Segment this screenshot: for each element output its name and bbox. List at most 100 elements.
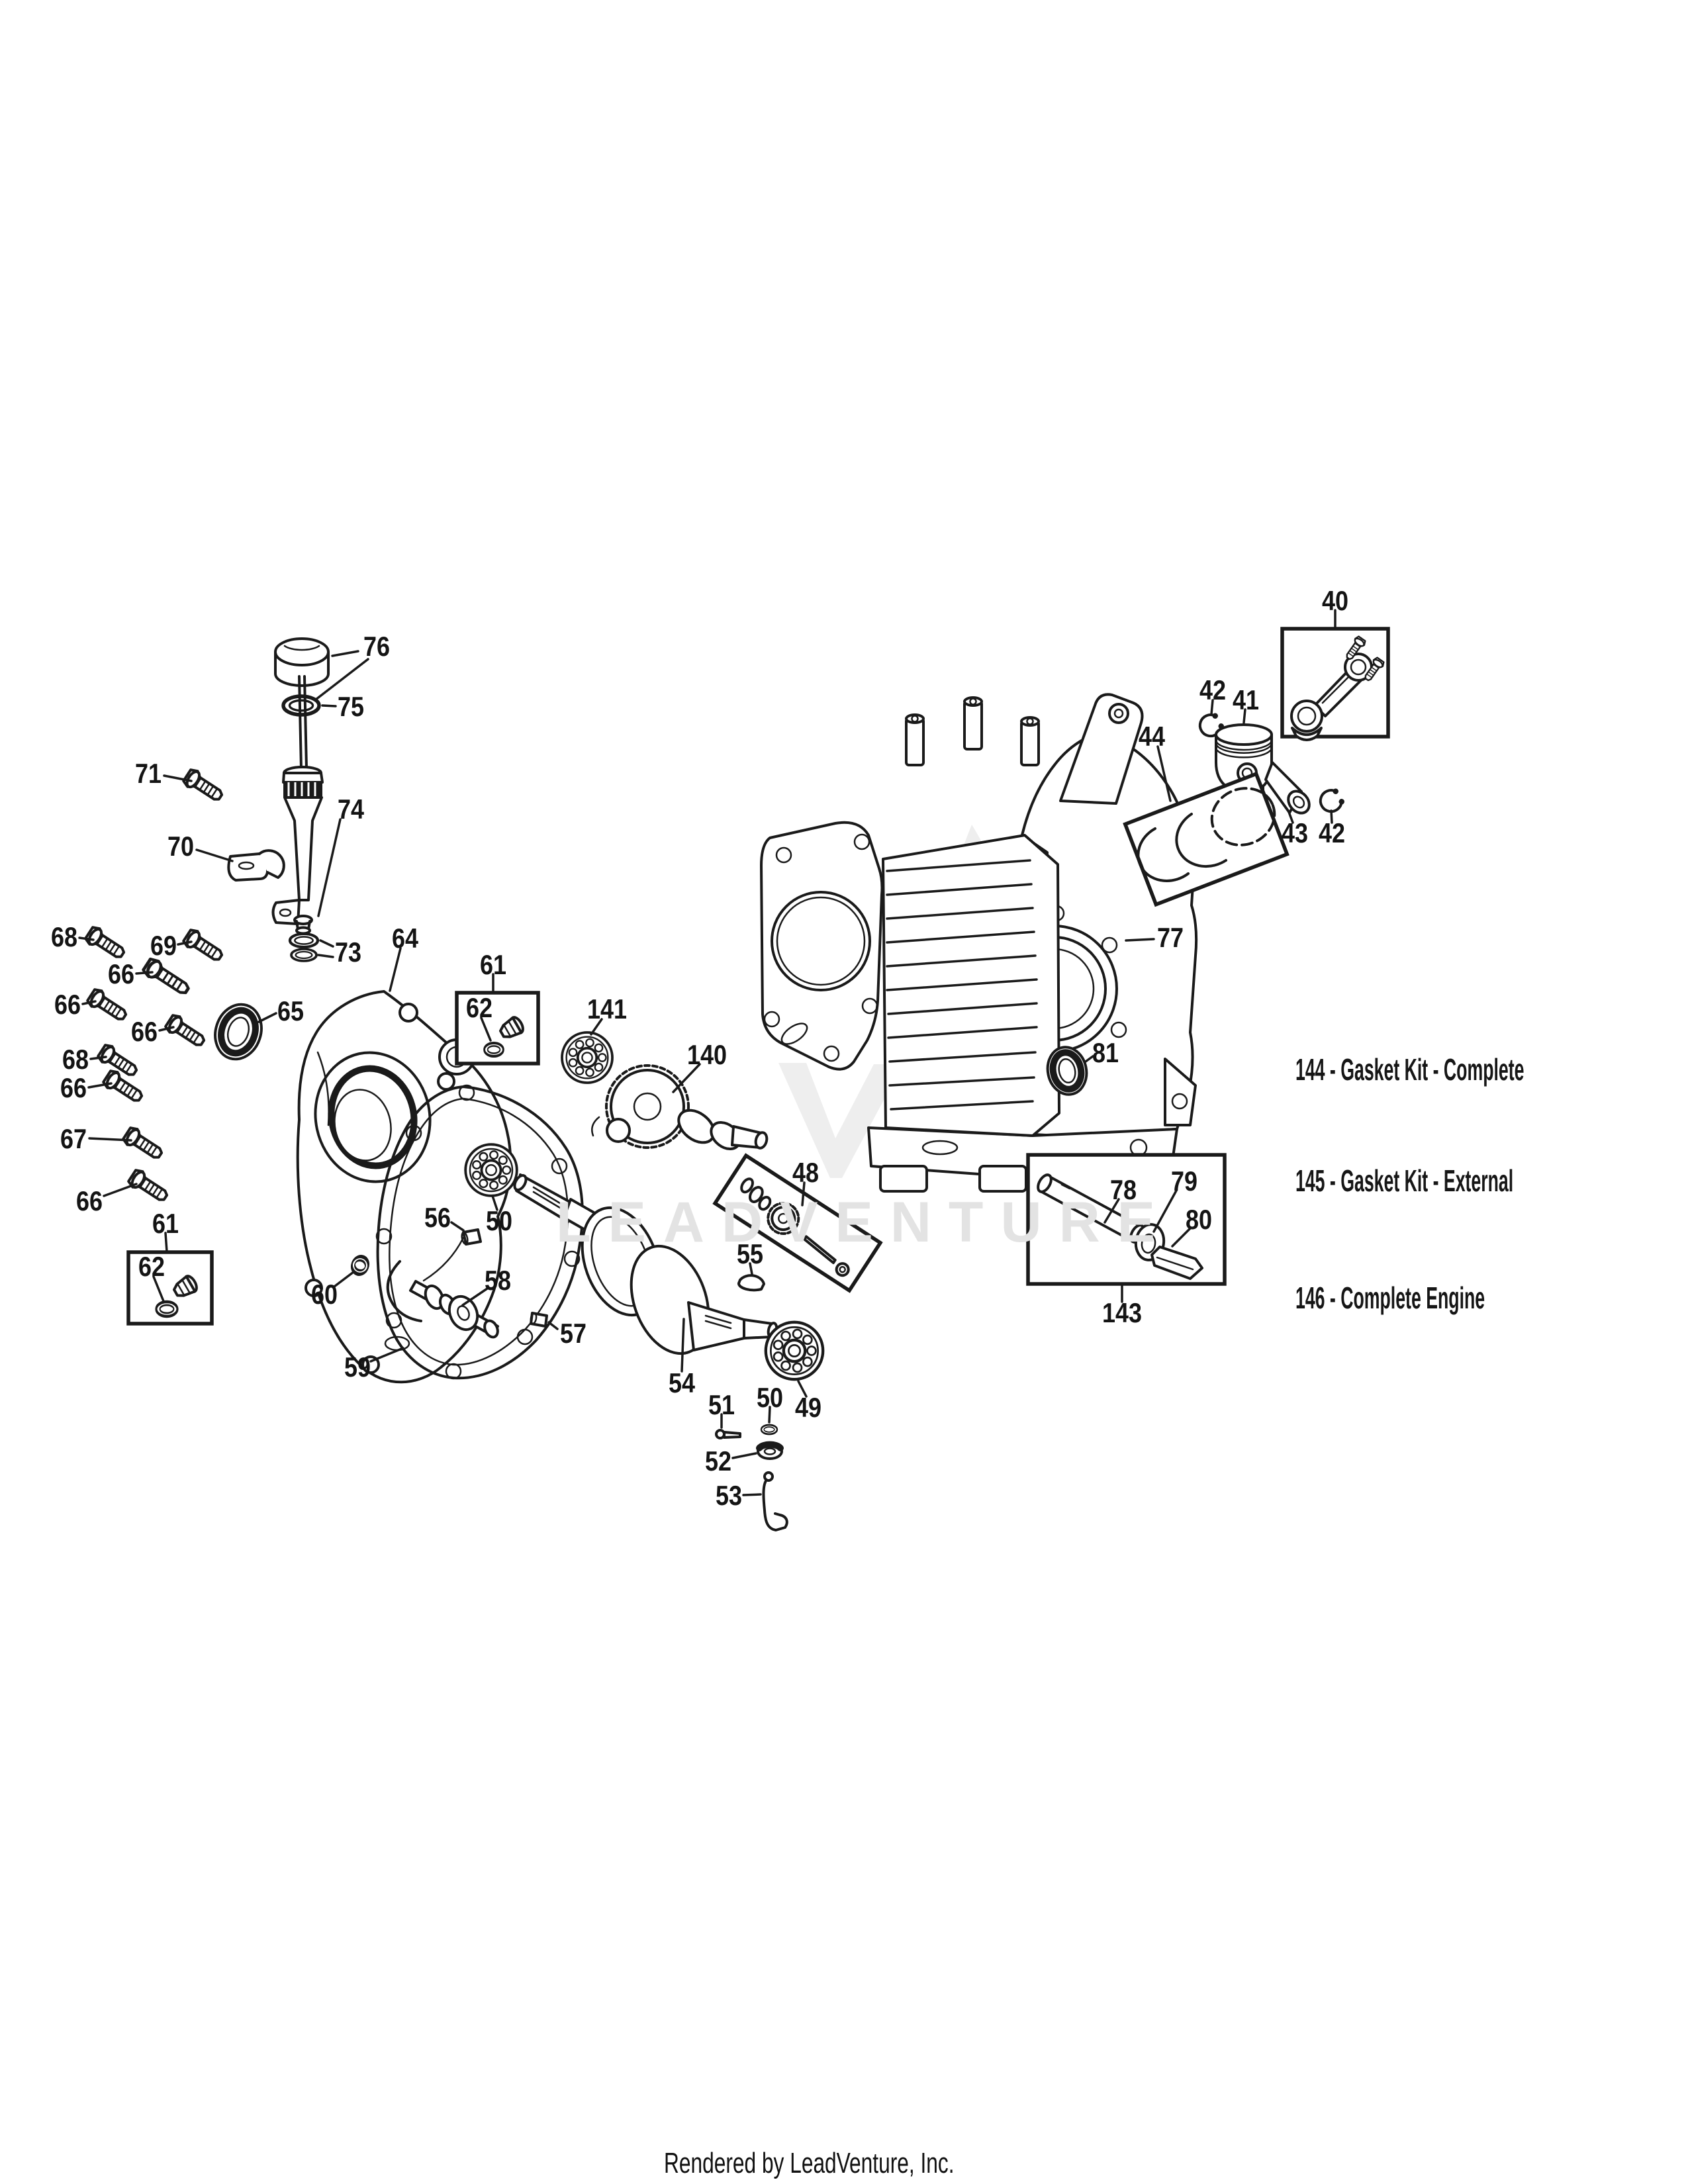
ball-bearing-50-drawing [464,1143,518,1197]
callout-78: 78 [1110,1174,1137,1205]
kit-label-144: 144 - Gasket Kit - Complete [1295,1052,1524,1087]
callout-66: 66 [108,958,134,989]
callout-66: 66 [54,989,81,1020]
dowel-pin-56-drawing [461,1228,482,1246]
leader-line-78 [1103,1198,1120,1224]
leader-line-62 [152,1275,165,1302]
head-gasket-drawing [760,821,884,1071]
leader-line-50 [491,1195,498,1211]
callout-54: 54 [669,1367,696,1398]
leader-line-60 [333,1271,355,1288]
callout-80: 80 [1186,1204,1212,1235]
callout-55: 55 [737,1238,763,1269]
leader-line-66 [103,1183,138,1197]
camshaft-drawing [591,1064,769,1150]
callout-50: 50 [486,1205,512,1236]
sealing-washers-drawing [290,934,318,962]
callout-71: 71 [135,758,162,789]
tube-clamp-drawing [227,849,285,882]
leader-line-81 [1084,1055,1094,1063]
leader-line-41 [1243,708,1246,724]
footer-credit: Rendered by LeadVenture, Inc. [664,2147,955,2179]
leader-line-56 [450,1221,465,1232]
callout-42: 42 [1319,817,1345,848]
callout-140: 140 [687,1039,727,1070]
callout-56: 56 [424,1202,451,1233]
leader-line-55 [749,1262,753,1275]
crankshaft-drawing [513,1173,778,1355]
leader-line-53 [742,1493,762,1496]
ball-bearing-141-drawing [561,1031,614,1084]
callout-67: 67 [60,1123,87,1154]
callout-81: 81 [1092,1037,1119,1068]
leader-line-76 [331,650,359,657]
leader-line-80 [1171,1227,1192,1248]
callout-44: 44 [1139,721,1166,752]
leader-line-71 [163,774,193,782]
leader-line-141 [590,1018,603,1036]
leader-line-48 [801,1181,806,1206]
callout-49: 49 [795,1392,821,1423]
leader-lines [78,609,1336,1496]
balance-shaft-kit-drawing [1037,1173,1203,1280]
leader-line-49 [797,1380,808,1398]
callout-143: 143 [1102,1297,1142,1328]
callout-66: 66 [131,1016,158,1047]
callout-40: 40 [1322,585,1348,616]
ball-bearing-49-drawing [766,1322,823,1379]
leader-line-66 [135,971,154,975]
callout-53: 53 [716,1480,742,1511]
callout-62: 62 [466,992,492,1023]
callout-65: 65 [277,995,304,1026]
oil-seal-right-drawing [1046,1046,1088,1096]
leader-line-68 [89,1056,107,1060]
leader-line-73 [317,954,334,958]
dipstick-tube-drawing [271,675,324,935]
callout-57: 57 [560,1318,586,1349]
leader-line-66 [158,1026,175,1032]
connecting-rod-drawing [1290,635,1386,741]
leader-line-66 [87,1082,113,1089]
oil-seal-left-drawing [214,1003,263,1061]
governor-bolt-drawing [715,1429,741,1439]
kit-label-145: 145 - Gasket Kit - External [1295,1163,1514,1198]
leader-line-69 [177,940,193,946]
callout-52: 52 [705,1445,731,1477]
callout-74: 74 [338,794,365,825]
oil-fill-cap-drawing [274,637,330,687]
callout-43: 43 [1282,817,1308,848]
woodruff-key-drawing [737,1274,765,1292]
leader-line-61 [164,1232,168,1253]
governor-gear-kit-drawing [740,1177,850,1277]
leader-line-140 [672,1063,701,1093]
callout-60: 60 [311,1279,338,1310]
cup-washer-drawing [756,1441,784,1460]
leader-line-67 [88,1137,132,1142]
cover-gasket-drawing [375,1084,584,1380]
callout-68: 68 [62,1044,89,1075]
leader-line-57 [547,1321,559,1330]
leader-line-62 [480,1017,492,1042]
leader-line-65 [258,1012,277,1023]
callout-62: 62 [138,1251,165,1282]
callout-79: 79 [1171,1165,1197,1197]
leader-line-75 [321,704,337,707]
callout-41: 41 [1233,684,1259,715]
callout-73: 73 [335,936,361,968]
kit-label-146: 146 - Complete Engine [1295,1281,1485,1315]
leader-line-54 [680,1318,685,1373]
leader-line-50 [768,1406,771,1424]
callout-42: 42 [1199,674,1226,705]
leader-line-59 [369,1347,404,1363]
shaft-oring-drawing [760,1424,778,1435]
watermark-text: LEADVENTURE [556,1191,1173,1254]
callout-64: 64 [392,923,419,954]
leader-line-43 [1288,811,1294,824]
dowel-pin-57-drawing [530,1312,548,1328]
callout-48: 48 [792,1157,819,1188]
leader-line-73 [319,939,334,948]
leader-line-76 [314,658,369,701]
callout-61: 61 [480,949,506,980]
